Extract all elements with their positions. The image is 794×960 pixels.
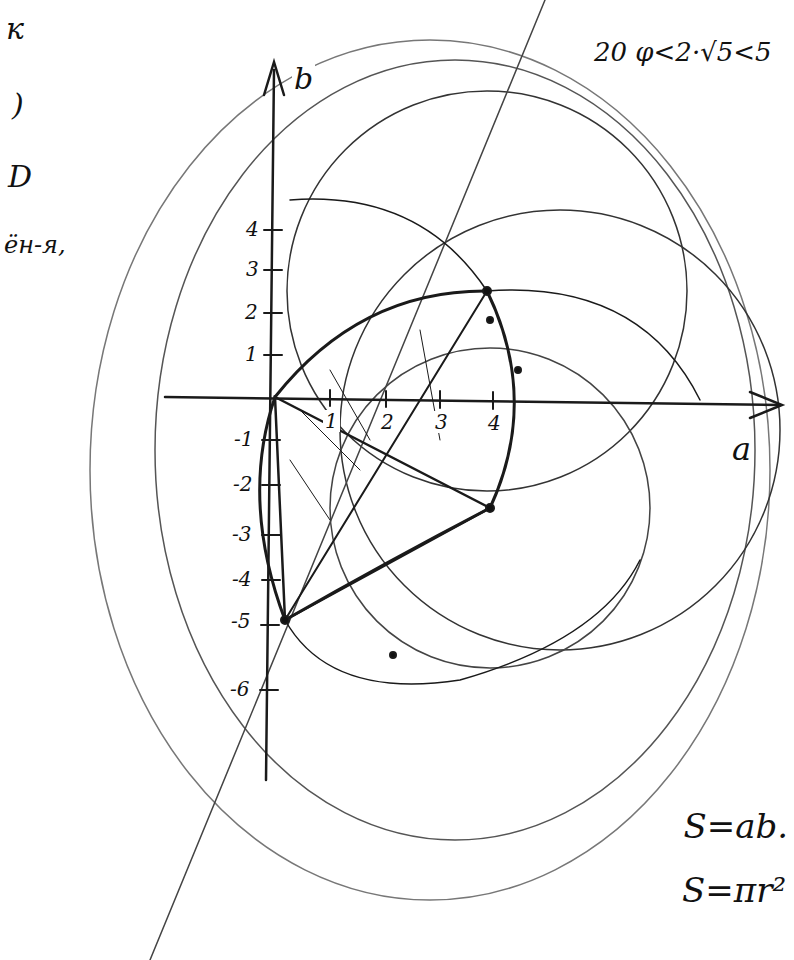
arc [290,199,487,291]
arc [275,291,487,397]
tick-number: -1 [232,428,255,450]
tick-number: 2 [243,301,260,323]
tick-number: -4 [230,568,253,590]
note: 20 φ<2·√5<5 [592,38,774,67]
tick-number: 4 [244,218,261,240]
arrow-head [750,392,782,418]
circle [330,348,650,668]
circle [287,91,687,491]
margin-note: ) [10,88,26,121]
tick-number: -3 [230,523,253,545]
outer-loop [155,60,755,840]
tick-number: 2 [379,411,396,433]
circle [340,210,780,650]
arrow-head [264,62,284,95]
tick-number: 1 [243,343,260,365]
formula: S=ab. [681,808,790,845]
axis-label: a [730,432,753,467]
axis-label: b [292,62,315,95]
tick-number: -2 [231,473,254,495]
margin-note: D [6,160,34,193]
arc [487,290,700,400]
margin-note: к [4,12,26,45]
triangle [275,397,490,620]
tick-number: 4 [486,412,503,434]
outer-loop [90,40,770,900]
arc [260,397,285,620]
tick-number: -5 [229,610,252,632]
tick-number: -6 [228,678,251,700]
segment [285,291,487,620]
tick-number: 1 [323,410,340,432]
margin-note: ён-я, [2,232,68,258]
slant-line [150,0,545,960]
formula: S=πr² [680,872,788,909]
tick-number: 3 [244,258,261,280]
tick-number: 3 [433,411,450,433]
arc [487,291,514,508]
x-axis [165,397,780,405]
arc [285,508,490,620]
arc [285,560,640,684]
